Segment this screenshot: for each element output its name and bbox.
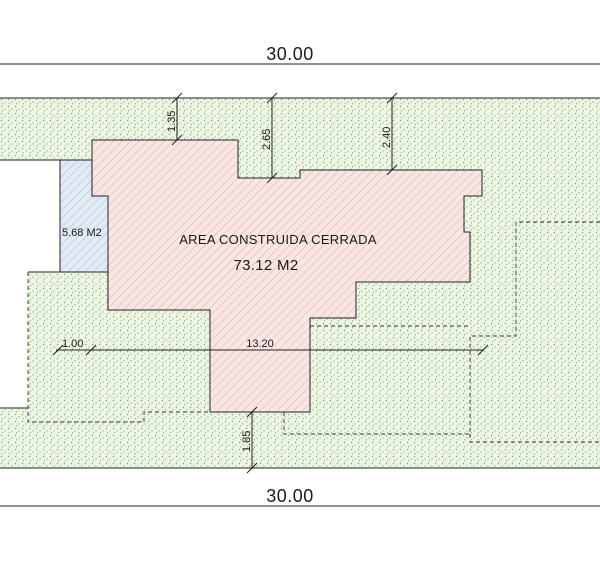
right-dashed-outline <box>283 221 600 435</box>
left-wall-outline <box>0 159 61 273</box>
annex-area-label: 5.68 M2 <box>62 227 102 239</box>
setback-tick-4a <box>246 406 258 418</box>
width-tick-right <box>477 344 489 356</box>
width-tick-mid <box>85 344 97 356</box>
setback-dim-1: 1.35 <box>166 111 178 132</box>
setback-tick-2a <box>266 92 278 104</box>
setback-tick-3a <box>386 92 398 104</box>
setback-tick-4b <box>246 462 258 474</box>
setback-tick-3b <box>386 164 398 176</box>
dim-left: 1.00 <box>62 338 83 350</box>
setback-tick-2b <box>266 172 278 184</box>
bottom-total-dimension: 30.00 <box>266 486 314 506</box>
dim-width: 13.20 <box>246 338 274 350</box>
top-total-dimension: 30.00 <box>266 44 314 64</box>
area-title: AREA CONSTRUIDA CERRADA <box>179 232 377 247</box>
left-dashed-outline <box>27 272 210 423</box>
setback-tick-1a <box>171 92 183 104</box>
building-footprint <box>91 139 483 413</box>
width-tick-left <box>52 344 64 356</box>
setback-tick-1b <box>171 134 183 146</box>
setback-dim-bottom: 1.85 <box>241 431 253 452</box>
right-dashed-outline-lower <box>469 434 600 443</box>
setback-dim-2: 2.65 <box>261 129 273 150</box>
area-value: 73.12 M2 <box>234 257 299 274</box>
setback-dim-3: 2.40 <box>381 127 393 148</box>
